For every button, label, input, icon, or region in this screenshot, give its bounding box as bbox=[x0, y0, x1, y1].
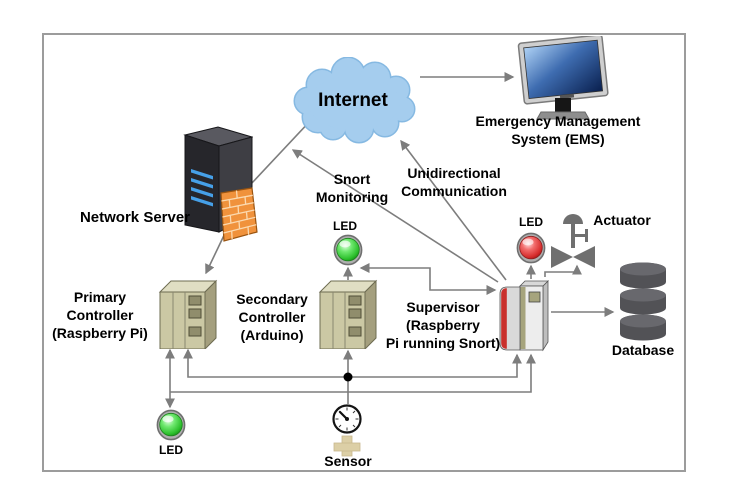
primary-controller-label: Primary Controller (Raspberry Pi) bbox=[52, 289, 148, 341]
valve-icon bbox=[551, 214, 595, 268]
junction-dot bbox=[343, 372, 353, 382]
supervisor-led-node bbox=[516, 232, 546, 264]
database-cylinder-icon bbox=[620, 262, 666, 341]
edge-supervisor-actuator bbox=[544, 264, 582, 277]
firewall-icon bbox=[220, 187, 258, 242]
edge-supervisor-led-link bbox=[359, 263, 497, 295]
edge-bus-led-supervisor bbox=[170, 353, 536, 393]
secondary-controller-node bbox=[318, 279, 378, 349]
edge-unidirectional-arrow bbox=[400, 139, 507, 281]
supervisor-label: Supervisor (Raspberry Pi running Snort) bbox=[385, 299, 501, 351]
snort-monitoring-label: Snort Monitoring bbox=[315, 171, 389, 205]
sensor-label: Sensor bbox=[324, 453, 372, 469]
secondary-controller-label: Secondary Controller (Arduino) bbox=[236, 291, 308, 343]
internet-label: Internet bbox=[318, 90, 388, 111]
unidirectional-communication-label: Unidirectional Communication bbox=[401, 165, 507, 199]
sensor-node bbox=[330, 402, 364, 458]
plc-module-icon bbox=[158, 279, 218, 349]
internet-node: Internet bbox=[286, 57, 420, 149]
ems-node bbox=[514, 36, 614, 120]
actuator-label: Actuator bbox=[593, 212, 651, 228]
plc-module-icon bbox=[318, 279, 378, 349]
led-icon bbox=[333, 234, 363, 266]
edge-snort-monitoring-arrow bbox=[291, 149, 499, 283]
network-server-label: Network Server bbox=[79, 209, 191, 226]
firewall-node bbox=[217, 187, 261, 245]
secondary-led-node bbox=[333, 234, 363, 266]
led-icon bbox=[516, 232, 546, 264]
led-icon bbox=[156, 409, 186, 441]
edge-server-internet bbox=[250, 118, 313, 185]
gauge-icon bbox=[332, 404, 362, 457]
supervisor-module-icon bbox=[499, 280, 549, 352]
cloud-icon bbox=[293, 57, 416, 144]
database-node bbox=[618, 261, 668, 341]
supervisor-led-label: LED bbox=[519, 215, 543, 229]
supervisor-node bbox=[498, 280, 550, 354]
primary-led-node bbox=[156, 409, 186, 441]
actuator-node bbox=[549, 212, 597, 270]
monitor-icon bbox=[517, 36, 609, 120]
ems-label: Emergency Management System (EMS) bbox=[475, 113, 641, 147]
edge-bus-primary-supervisor bbox=[183, 348, 522, 378]
secondary-led-label: LED bbox=[333, 219, 357, 233]
primary-controller-node bbox=[158, 279, 218, 349]
primary-led-label: LED bbox=[159, 443, 183, 457]
database-label: Database bbox=[611, 342, 675, 358]
